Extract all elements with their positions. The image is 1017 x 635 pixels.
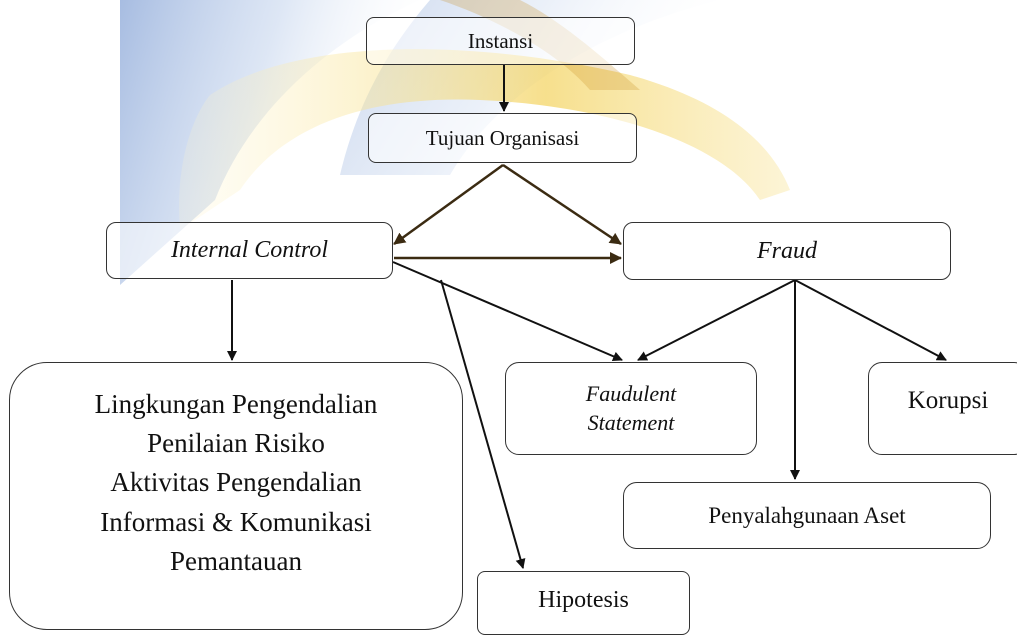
- node-tujuan-organisasi: Tujuan Organisasi: [368, 113, 637, 163]
- node-hipotesis-label: Hipotesis: [538, 586, 629, 613]
- node-tujuan-label: Tujuan Organisasi: [425, 125, 580, 150]
- node-instansi-label: Instansi: [467, 28, 534, 53]
- komponen-item: Informasi & Komunikasi: [100, 506, 372, 537]
- node-instansi: Instansi: [366, 17, 635, 65]
- komponen-item: Aktivitas Pengendalian: [110, 467, 362, 498]
- node-internal-control-label: Internal Control: [170, 237, 329, 263]
- watermark-gold-swoosh: [179, 49, 790, 230]
- node-fs-line: Faudulent: [585, 380, 677, 406]
- node-penyalahgunaan-label: Penyalahgunaan Aset: [708, 502, 906, 528]
- node-fraudulent-statement: Faudulent Statement: [505, 362, 757, 455]
- komponen-item: Lingkungan Pengendalian: [94, 389, 378, 420]
- node-komponen-pengendalian: Lingkungan Pengendalian Penilaian Risiko…: [9, 362, 463, 630]
- node-korupsi: Korupsi: [868, 362, 1017, 455]
- node-internal-control: Internal Control: [106, 222, 393, 279]
- node-fraud-label: Fraud: [757, 237, 817, 264]
- komponen-item: Penilaian Risiko: [147, 428, 325, 459]
- komponen-item: Pemantauan: [170, 545, 302, 576]
- node-penyalahgunaan-aset: Penyalahgunaan Aset: [623, 482, 991, 549]
- node-hipotesis: Hipotesis: [477, 571, 690, 635]
- node-fs-line: Statement: [587, 409, 675, 435]
- node-korupsi-label: Korupsi: [907, 386, 989, 414]
- node-fraud: Fraud: [623, 222, 951, 280]
